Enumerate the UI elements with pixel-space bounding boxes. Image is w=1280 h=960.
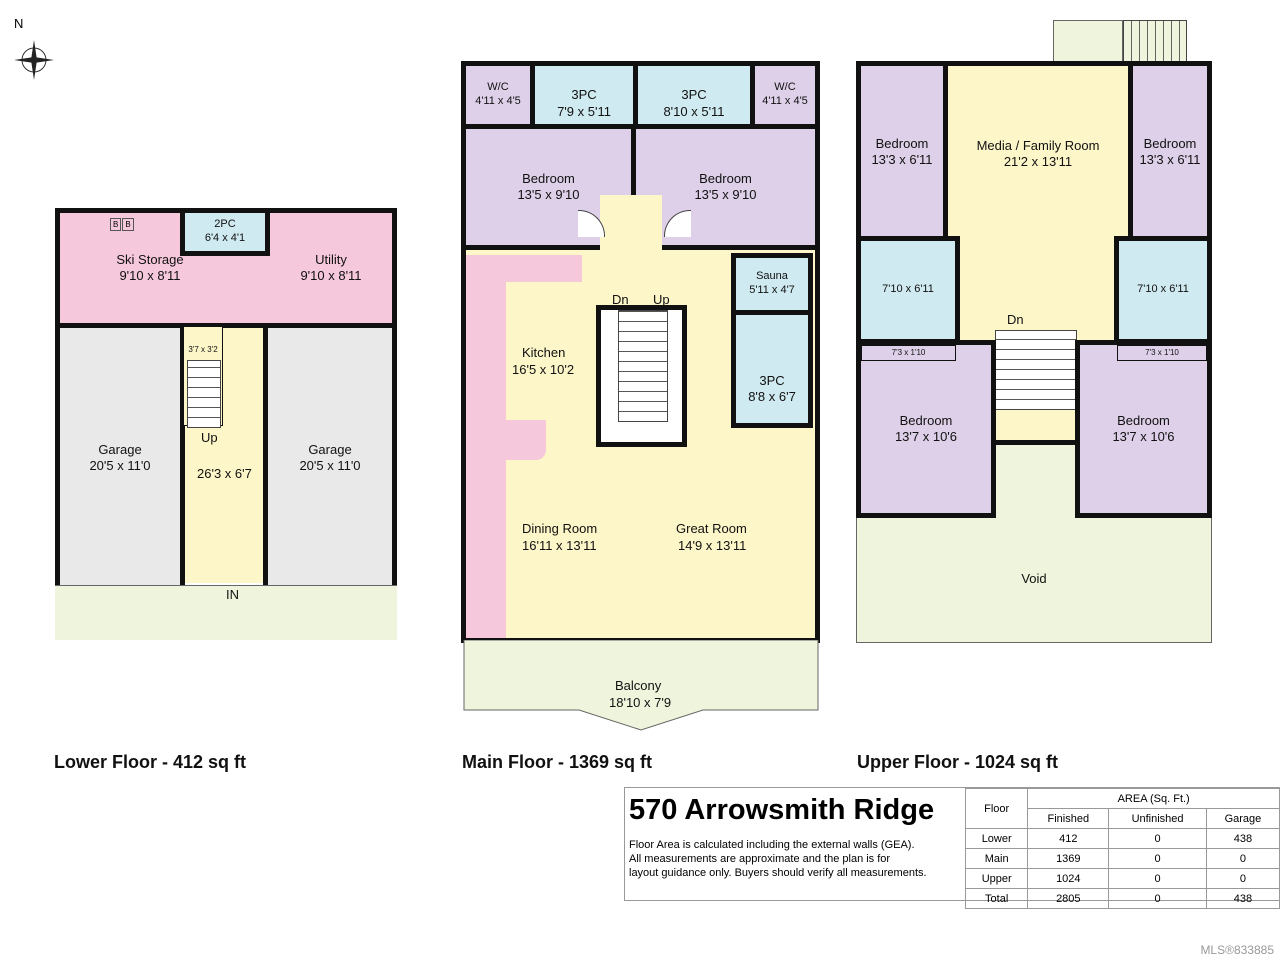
stairs bbox=[995, 330, 1077, 410]
lower-floor-title: Lower Floor - 412 sq ft bbox=[54, 752, 247, 772]
kitchen-upper-counter bbox=[506, 255, 582, 282]
kitchen-island bbox=[506, 420, 546, 460]
info-box: 570 Arrowsmith Ridge Floor Area is calcu… bbox=[624, 787, 1280, 909]
room-bath-2: 7'10 x 6'11 bbox=[1114, 236, 1212, 344]
mls-number: MLS®833885 bbox=[1200, 943, 1274, 957]
room-bath-1: 7'10 x 6'11 bbox=[856, 236, 960, 344]
upper-floor-title: Upper Floor - 1024 sq ft bbox=[857, 752, 1059, 772]
compass-icon: N bbox=[8, 16, 56, 80]
closet-2: 7'3 x 1'10 bbox=[1117, 345, 1207, 361]
property-address: 570 Arrowsmith Ridge bbox=[629, 794, 935, 826]
hall-gap bbox=[600, 195, 662, 250]
porch bbox=[55, 585, 397, 640]
entry-label: IN bbox=[226, 587, 239, 602]
main-floor-title: Main Floor - 1369 sq ft bbox=[462, 752, 653, 772]
upper-deck bbox=[1053, 20, 1123, 65]
exterior-stairs bbox=[1123, 20, 1187, 65]
closet-1: 7'3 x 1'10 bbox=[861, 345, 956, 361]
balcony-outline bbox=[463, 640, 819, 731]
kitchen-counter bbox=[466, 255, 506, 638]
stairs bbox=[187, 360, 221, 428]
stairs bbox=[618, 310, 668, 422]
